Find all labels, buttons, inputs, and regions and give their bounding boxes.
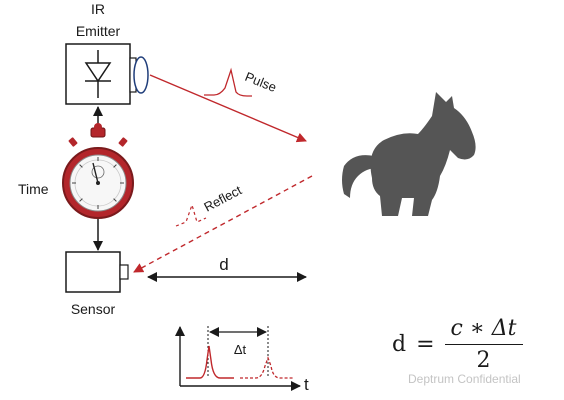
formula-lhs: d	[392, 331, 407, 357]
lens-icon	[129, 56, 149, 94]
reflect-waveform	[175, 203, 207, 227]
diode-icon	[84, 50, 112, 98]
pulse-label: Pulse	[243, 69, 279, 95]
timing-plot: t Δt	[175, 326, 309, 394]
sensor-label: Sensor	[71, 301, 116, 317]
time-label: Time	[18, 181, 49, 197]
formula-equals: =	[416, 331, 435, 357]
formula-numerator: c ∗ Δt	[450, 315, 517, 341]
formula-fraction: c ∗ Δt 2	[444, 315, 523, 373]
reflect-label: Reflect	[201, 182, 244, 214]
formula-denominator: 2	[476, 347, 491, 373]
distance-formula: d = c ∗ Δt 2	[392, 315, 523, 373]
time-axis-label: t	[304, 375, 309, 394]
horse-icon	[342, 92, 476, 216]
emitter-label-line2: Emitter	[76, 23, 121, 39]
emitter-label-line1: IR	[91, 1, 105, 17]
received-pulse-trace	[240, 356, 294, 379]
distance-label: d	[219, 255, 228, 274]
delta-t-label: Δt	[234, 342, 247, 357]
sensor-box	[65, 251, 121, 293]
sensor-port	[119, 264, 129, 280]
watermark: Deptrum Confidential	[408, 372, 521, 386]
pulse-beam	[149, 74, 307, 143]
emitted-pulse-trace	[186, 345, 234, 379]
reflect-beam	[133, 175, 313, 273]
stopwatch-icon	[62, 123, 134, 219]
pulse-waveform	[204, 67, 252, 97]
fraction-bar	[444, 343, 523, 345]
